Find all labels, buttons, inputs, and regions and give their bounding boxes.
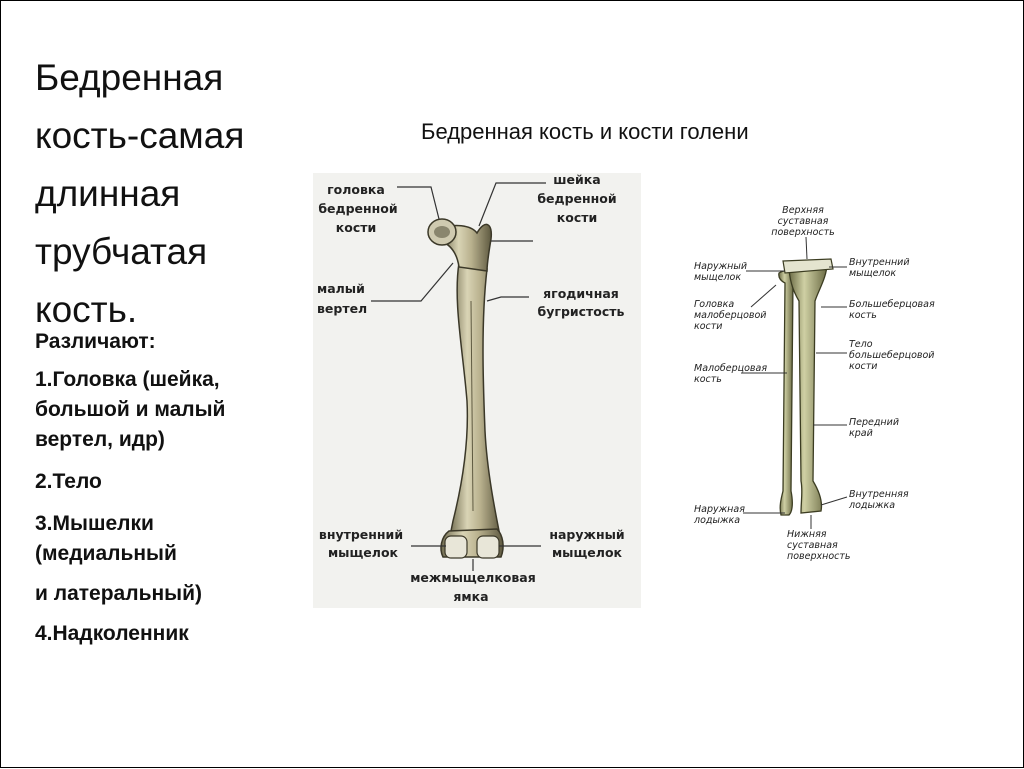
list-item: и латеральный) <box>35 582 203 605</box>
leader-neck <box>478 182 546 227</box>
title-line: кость. <box>35 289 138 330</box>
label-lateral-condyle: мыщелок <box>694 272 741 283</box>
label-fibula: Малоберцовая <box>694 363 767 374</box>
label-lateral-condyle: наружный <box>549 527 624 542</box>
list-item: большой и малый <box>35 398 226 421</box>
femur-shaft <box>448 262 502 542</box>
label-neck: шейка <box>553 172 600 187</box>
label-neck: кости <box>557 210 598 225</box>
label-medial-malleolus: Внутренняя <box>849 489 909 500</box>
leader-head <box>397 186 440 220</box>
femur-head-shade <box>434 226 450 238</box>
label-head: бедренной <box>318 201 397 216</box>
label-upper-articular: суставная <box>778 216 829 227</box>
label-gluteal: ягодичная <box>543 286 619 301</box>
leg-labels: Верхняя суставная поверхность Наружный м… <box>693 205 935 562</box>
label-tibia-body: большеберцовой <box>849 350 934 361</box>
label-tibia: кость <box>849 310 877 321</box>
leader-lesser-trochanter <box>371 262 454 302</box>
list-item: (медиальный <box>35 542 177 565</box>
list-item: 4.Надколенник <box>35 622 189 645</box>
label-fibula-head: малоберцовой <box>694 310 766 321</box>
label-medial-condyle: мыщелок <box>849 268 896 279</box>
slide-title: Бедренная кость-самая длинная трубчатая … <box>35 49 295 339</box>
tibia <box>788 262 828 514</box>
title-line: трубчатая <box>35 231 208 272</box>
label-lateral-condyle: Наружный <box>694 261 747 272</box>
label-fibula-head: кости <box>694 321 722 332</box>
label-lesser-trochanter: вертел <box>317 301 367 316</box>
label-medial-condyle: внутренний <box>319 527 403 542</box>
fibula <box>778 270 794 516</box>
leg-leader-lines <box>741 236 848 529</box>
femur-medial-condyle <box>444 535 468 559</box>
label-head: кости <box>336 220 377 235</box>
leader-gluteal <box>486 296 529 302</box>
label-lesser-trochanter: малый <box>317 281 365 296</box>
label-tibia: Большеберцовая <box>849 299 935 310</box>
list-heading: Различают: <box>35 330 156 353</box>
title-line: длинная <box>35 173 181 214</box>
label-upper-articular: поверхность <box>771 227 835 238</box>
label-fossa: ямка <box>453 589 488 604</box>
leader-upper-articular <box>805 236 808 260</box>
title-line: кость-самая <box>35 115 245 156</box>
femur-labels: головка бедренной кости шейка бедренной … <box>317 172 625 604</box>
label-medial-condyle: мыщелок <box>328 545 399 560</box>
label-tibia-body: кости <box>849 361 877 372</box>
leader-medial-malleolus <box>820 496 848 506</box>
label-lower-articular: Нижняя <box>787 529 827 540</box>
femur-leader-lines <box>371 182 546 571</box>
femur-illustration <box>427 218 504 559</box>
list-item: вертел, идр) <box>35 428 165 451</box>
label-anterior-edge: Передний <box>849 417 899 428</box>
label-anterior-edge: край <box>849 428 873 439</box>
leg-bones-illustration <box>778 258 834 516</box>
list-item: 2.Тело <box>35 470 102 493</box>
label-upper-articular: Верхняя <box>782 205 824 216</box>
leader-fibula-head <box>750 284 777 308</box>
label-neck: бедренной <box>537 191 616 206</box>
label-fibula: кость <box>694 374 722 385</box>
label-fossa: межмыщелковая <box>410 570 536 585</box>
label-lateral-malleolus: лодыжка <box>693 515 740 526</box>
linea-aspera <box>470 300 474 512</box>
label-medial-condyle: Внутренний <box>849 257 910 268</box>
figure-title: Бедренная кость и кости голени <box>421 119 749 144</box>
label-gluteal: бугристость <box>538 304 625 319</box>
label-lateral-malleolus: Наружная <box>694 504 745 515</box>
femur-lateral-condyle <box>476 535 500 559</box>
label-fibula-head: Головка <box>694 299 734 310</box>
parts-list: Различают: 1.Головка (шейка, большой и м… <box>35 327 295 649</box>
list-item: 1.Головка (шейка, <box>35 368 220 391</box>
tibia-plateau <box>782 258 834 274</box>
label-medial-malleolus: лодыжка <box>848 500 895 511</box>
list-item: 3.Мышелки <box>35 512 154 535</box>
title-line: Бедренная <box>35 57 224 98</box>
label-tibia-body: Тело <box>849 339 873 350</box>
label-lower-articular: суставная <box>787 540 838 551</box>
label-lower-articular: поверхность <box>787 551 851 562</box>
label-lateral-condyle: мыщелок <box>552 545 623 560</box>
label-head: головка <box>327 182 385 197</box>
